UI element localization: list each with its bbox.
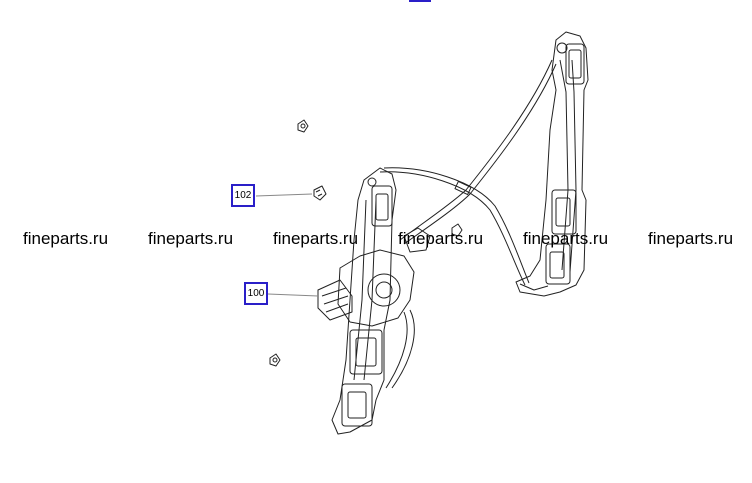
watermark-text: fineparts.ru — [23, 229, 109, 248]
nut-mid-icon — [451, 223, 463, 237]
leader-line-100 — [267, 293, 319, 297]
top-callout-marker — [409, 0, 431, 2]
watermark-text: fineparts.ru — [648, 229, 734, 248]
bolt-102-icon — [313, 185, 327, 201]
leader-line-102 — [255, 193, 313, 197]
callout-102[interactable]: 102 — [231, 184, 255, 207]
nut-top-icon — [297, 119, 309, 133]
callout-100[interactable]: 100 — [244, 282, 268, 305]
front-guide-rail — [331, 167, 397, 435]
regulator-cables — [379, 59, 557, 389]
watermark-text: fineparts.ru — [523, 229, 609, 248]
watermark-text: fineparts.ru — [148, 229, 234, 248]
watermark-text: fineparts.ru — [398, 229, 484, 248]
window-motor — [317, 227, 431, 327]
nut-bottom-icon — [269, 353, 281, 367]
watermark-text: fineparts.ru — [273, 229, 359, 248]
rear-guide-rail — [515, 31, 589, 297]
